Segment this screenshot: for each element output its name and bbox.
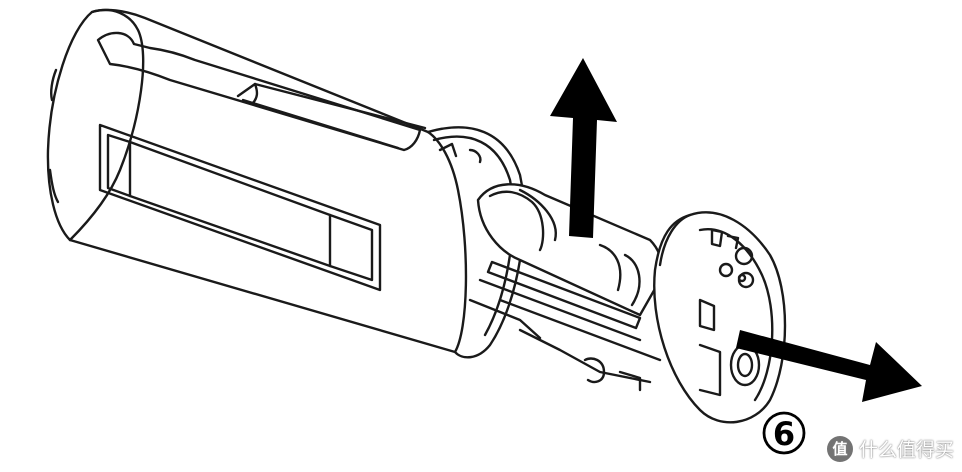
up-arrow — [550, 58, 617, 238]
side-window — [98, 123, 382, 292]
body-back-rim — [68, 8, 145, 242]
watermark-text: 什么值得买 — [858, 439, 954, 461]
right-arrow — [736, 330, 922, 402]
step-number-badge: 6 — [762, 411, 806, 455]
spring-strip — [486, 260, 642, 330]
watermark-logo: 值 — [826, 435, 853, 462]
step-number: 6 — [773, 415, 795, 453]
watermark: 值 什么值得买 — [826, 435, 954, 462]
inner-roller — [476, 183, 664, 317]
top-slot — [96, 31, 422, 152]
